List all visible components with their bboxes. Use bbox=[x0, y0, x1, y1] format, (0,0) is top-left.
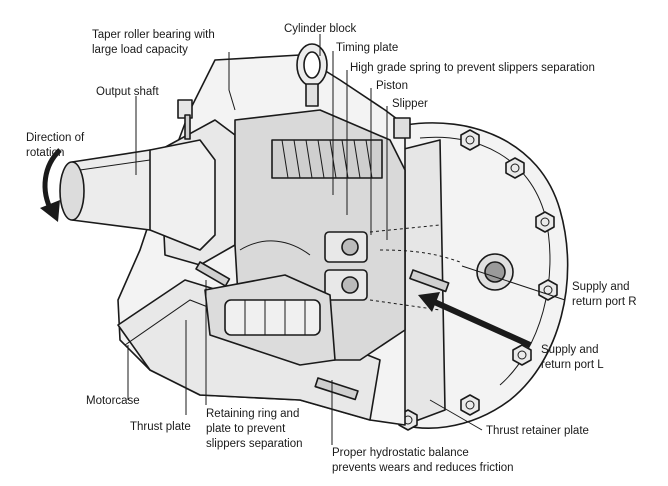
label-motorcase: Motorcase bbox=[86, 395, 140, 407]
label-spring: High grade spring to prevent slippers se… bbox=[350, 62, 595, 74]
leader-taper-bearing bbox=[228, 52, 236, 111]
label-direction-line1: Direction of bbox=[26, 132, 85, 144]
label-port-r-line1: Supply and bbox=[572, 281, 630, 293]
label-direction-line2: rotation bbox=[26, 147, 64, 159]
label-port-r-line2: return port R bbox=[572, 296, 637, 308]
label-taper-bearing-line1: Taper roller bearing with bbox=[92, 29, 215, 41]
leader-lines bbox=[127, 34, 483, 445]
label-output-shaft: Output shaft bbox=[96, 86, 159, 98]
top-cap-screw bbox=[177, 99, 193, 140]
label-port-l-line1: Supply and bbox=[541, 344, 599, 356]
label-cylinder-block: Cylinder block bbox=[284, 23, 356, 35]
label-thrust-plate: Thrust plate bbox=[130, 421, 191, 433]
pistons bbox=[324, 224, 461, 311]
output-shaft bbox=[59, 139, 216, 251]
taper-roller-bearing bbox=[204, 274, 336, 366]
spring bbox=[271, 139, 383, 179]
port-r-line bbox=[461, 265, 566, 301]
studs bbox=[195, 261, 450, 401]
end-cap bbox=[379, 122, 569, 429]
label-piston: Piston bbox=[376, 80, 408, 92]
label-retaining-line1: Retaining ring and bbox=[206, 408, 299, 420]
label-thrust-retainer: Thrust retainer plate bbox=[486, 425, 589, 437]
slipper-fitting bbox=[393, 117, 411, 139]
label-retaining-line2: plate to prevent bbox=[206, 423, 286, 435]
label-retaining-line3: slippers separation bbox=[206, 438, 303, 450]
leader-thrust-retainer bbox=[429, 399, 483, 431]
port-l-arrow bbox=[418, 292, 532, 348]
labels: Taper roller bearing with large load cap… bbox=[26, 23, 637, 474]
port-r bbox=[476, 253, 514, 291]
label-hydrostatic-line2: prevents wears and reduces friction bbox=[332, 462, 514, 474]
label-hydrostatic-line1: Proper hydrostatic balance bbox=[332, 447, 469, 459]
label-port-l-line2: return port L bbox=[541, 359, 604, 371]
label-timing-plate: Timing plate bbox=[336, 42, 398, 54]
label-taper-bearing-line2: large load capacity bbox=[92, 44, 188, 56]
label-slipper: Slipper bbox=[392, 98, 428, 110]
motor-illustration bbox=[40, 43, 569, 431]
rotation-arrow bbox=[40, 148, 62, 222]
